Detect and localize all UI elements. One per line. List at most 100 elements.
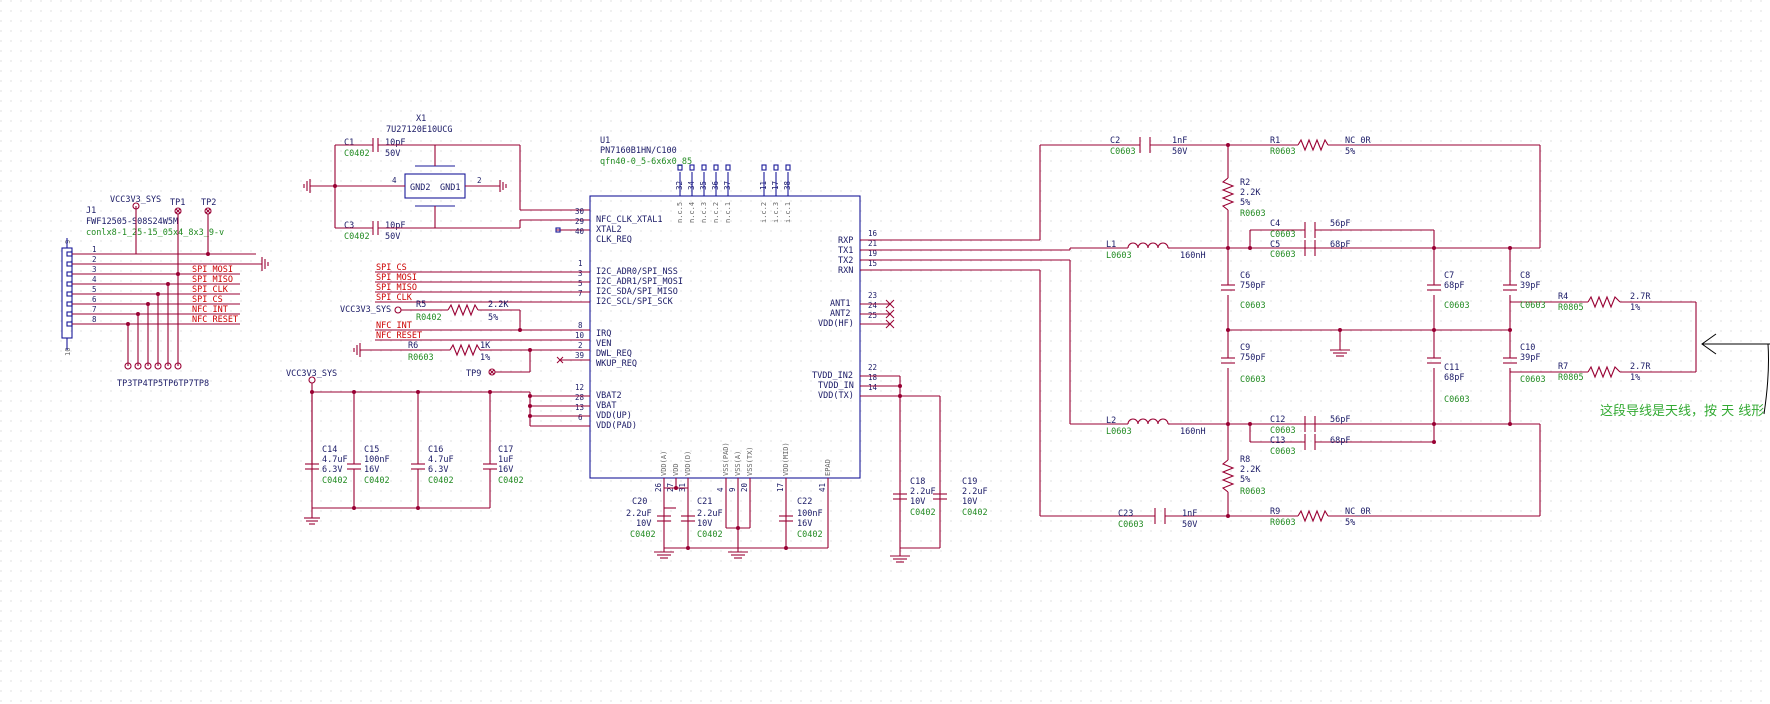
svg-text:12: 12: [575, 383, 584, 392]
tvdd-rail: [860, 375, 941, 563]
svg-text:2.7R: 2.7R: [1630, 362, 1651, 372]
u1-ref: U1: [600, 136, 610, 146]
net-label-spi-miso-u1: SPI MISO: [376, 283, 417, 293]
capacitor-c5[interactable]: C5 C0603 68pF: [1270, 240, 1350, 260]
capacitor-c10[interactable]: C10 39pF C0603: [1520, 343, 1546, 385]
svg-text:8: 8: [578, 321, 583, 330]
capacitor-c2[interactable]: C2 C0603 1nF 50V: [1110, 136, 1187, 157]
inductor-l1[interactable]: L1 L0603 160nH: [1106, 240, 1206, 261]
capacitor-c9[interactable]: C9 750pF C0603: [1240, 343, 1266, 385]
svg-text:C0402: C0402: [428, 476, 454, 486]
capacitor-c23[interactable]: C23 C0603 1nF 50V: [1118, 508, 1197, 530]
resistor-r4[interactable]: R4 R0805 2.7R 1%: [1558, 292, 1651, 313]
svg-text:50V: 50V: [385, 149, 400, 159]
svg-text:C0402: C0402: [364, 476, 390, 486]
svg-text:I2C_ADR0/SPI_NSS: I2C_ADR0/SPI_NSS: [596, 267, 678, 277]
capacitor-c16[interactable]: C16 4.7uF 6.3V C0402: [411, 390, 454, 510]
capacitor-c21[interactable]: C21 2.2uF 10V C0402: [681, 497, 723, 540]
capacitor-c19[interactable]: C19 2.2uF 10V C0402: [933, 477, 988, 518]
svg-text:VDD(HF): VDD(HF): [818, 319, 854, 329]
svg-text:RXP: RXP: [838, 236, 853, 246]
svg-text:i.c.2: i.c.2: [760, 202, 768, 223]
resistor-r1[interactable]: R1 R0603 NC_0R 5%: [1270, 136, 1371, 157]
svg-text:20: 20: [740, 482, 749, 492]
svg-text:C17: C17: [498, 445, 513, 455]
svg-text:WKUP_REQ: WKUP_REQ: [596, 359, 637, 369]
connector-j1[interactable]: J1 FWF12505-S08S24W5M conlx8-1_25-15_05x…: [61, 195, 269, 389]
svg-text:5: 5: [92, 285, 97, 294]
net-label-nfc-int: NFC INT: [192, 305, 228, 315]
capacitor-c4[interactable]: C4 C0603 56pF: [1270, 219, 1350, 240]
capacitor-c1[interactable]: C1 C0402 10pF 50V: [335, 138, 520, 159]
svg-text:C10: C10: [1520, 343, 1535, 353]
svg-text:4: 4: [716, 487, 725, 492]
capacitor-c6[interactable]: C6 750pF C0603: [1240, 271, 1266, 311]
svg-text:C20: C20: [632, 497, 647, 507]
svg-text:23: 23: [868, 291, 877, 300]
svg-text:10V: 10V: [962, 497, 977, 507]
capacitor-c14[interactable]: C14 4.7uF 6.3V C0402: [305, 392, 348, 486]
resistor-r7[interactable]: R7 R0805 2.7R 1%: [1558, 362, 1651, 383]
capacitor-c20[interactable]: C20 2.2uF 10V C0402: [626, 497, 676, 540]
capacitor-c18[interactable]: C18 2.2uF 10V C0402: [893, 477, 936, 518]
svg-text:VSS(PAD): VSS(PAD): [722, 442, 730, 476]
svg-text:C0402: C0402: [910, 508, 936, 518]
svg-text:I2C_SCL/SPI_SCK: I2C_SCL/SPI_SCK: [596, 297, 674, 307]
svg-text:5%: 5%: [1345, 147, 1355, 157]
svg-text:NFC_CLK_XTAL1: NFC_CLK_XTAL1: [596, 215, 663, 225]
resistor-r5[interactable]: VCC3V3_SYS R5 R0402 2.2K 5%: [340, 300, 590, 332]
svg-text:C13: C13: [1270, 436, 1285, 446]
capacitor-c11[interactable]: C11 68pF C0603: [1444, 363, 1470, 405]
capacitor-c12[interactable]: C12 C0603 56pF: [1270, 415, 1350, 436]
svg-text:VDD: VDD: [672, 463, 680, 476]
j1-pin10: 10: [64, 348, 72, 356]
ic-u1[interactable]: U1 PN7160B1HN/C100 qfn40-0_5-6x6x0_85 NF…: [575, 136, 878, 492]
svg-text:n.c.4: n.c.4: [688, 202, 696, 223]
svg-text:50V: 50V: [385, 232, 400, 242]
resistor-r8[interactable]: R8 2.2K 5% R0603: [1221, 455, 1266, 497]
svg-text:5%: 5%: [1240, 198, 1250, 208]
svg-text:R1: R1: [1270, 136, 1280, 146]
capacitor-c13[interactable]: C13 C0603 68pF: [1270, 436, 1350, 457]
svg-text:C0402: C0402: [697, 530, 723, 540]
svg-text:i.c.1: i.c.1: [784, 202, 792, 223]
svg-text:R4: R4: [1558, 292, 1568, 302]
svg-text:C0603: C0603: [1444, 395, 1470, 405]
svg-text:ANT1: ANT1: [830, 299, 850, 309]
svg-text:C22: C22: [797, 497, 812, 507]
j1-pin-numbers: 1 2 3 4 5 6 7 8: [92, 245, 97, 324]
spi-wiring: SPI CS SPI MOSI SPI MISO SPI CLK: [375, 263, 590, 303]
svg-text:16: 16: [868, 229, 878, 238]
capacitor-c8[interactable]: C8 39pF C0603: [1520, 271, 1546, 311]
svg-text:C0603: C0603: [1118, 520, 1144, 530]
svg-text:C23: C23: [1118, 509, 1133, 519]
capacitor-c15[interactable]: C15 100nF 16V C0402: [347, 390, 390, 510]
ground-symbol: [261, 257, 269, 271]
u1-body: [589, 195, 861, 479]
svg-text:2.2K: 2.2K: [1240, 465, 1261, 475]
capacitor-c17[interactable]: C17 1uF 16V C0402: [483, 390, 524, 508]
svg-text:25: 25: [868, 311, 877, 320]
svg-text:VSS(TX): VSS(TX): [746, 446, 754, 476]
svg-text:22: 22: [868, 363, 877, 372]
svg-text:C0402: C0402: [630, 530, 656, 540]
svg-text:I2C_SDA/SPI_MISO: I2C_SDA/SPI_MISO: [596, 287, 678, 297]
svg-text:C21: C21: [697, 497, 712, 507]
capacitor-c7[interactable]: C7 68pF C0603: [1444, 271, 1470, 311]
svg-text:C0402: C0402: [797, 530, 823, 540]
testpoint-group[interactable]: TP3TP4TP5TP6TP7TP8: [117, 274, 209, 389]
resistor-r6[interactable]: R6 R0603 1K 1%: [353, 341, 590, 363]
u1-bottom-pins: VDD(A) VDD VDD(D) VSS(PAD) VSS(A) VSS(TX…: [654, 442, 832, 492]
svg-text:1%: 1%: [480, 353, 490, 363]
svg-text:50V: 50V: [1182, 520, 1197, 530]
resistor-r9[interactable]: R9 R0603 NC_0R 5%: [1270, 507, 1371, 528]
inductor-l2[interactable]: L2 L0603 160nH: [1106, 416, 1206, 437]
resistor-r2[interactable]: R2 2.2K 5% R0603: [1221, 177, 1266, 219]
svg-text:VBAT: VBAT: [596, 401, 616, 411]
testpoint-tp9[interactable]: TP9: [466, 348, 532, 379]
capacitor-c3[interactable]: C3 C0402 10pF 50V: [335, 221, 520, 242]
capacitor-c22[interactable]: C22 100nF 16V C0402: [779, 497, 823, 540]
svg-text:C9: C9: [1240, 343, 1250, 353]
crystal-x1[interactable]: X1 7U27120E10UCG GND2 GND1 4 2: [335, 114, 507, 228]
